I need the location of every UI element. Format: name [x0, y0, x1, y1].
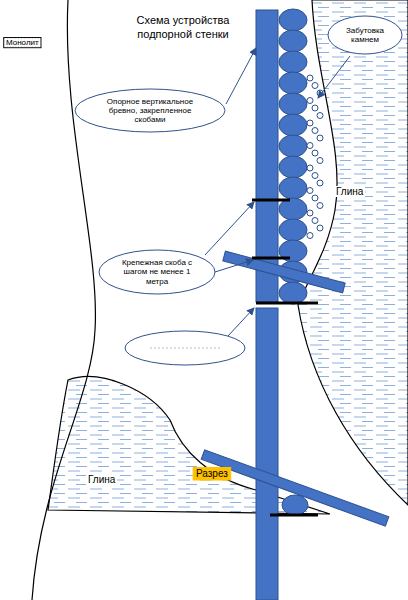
- log-end: [279, 72, 307, 94]
- node-text: Разрез: [196, 468, 228, 480]
- clay-region: [298, 0, 408, 505]
- leader-arrow: [318, 56, 350, 98]
- staple: [256, 302, 318, 305]
- node-text: Крепежная скоба с шагом не менее 1 метра: [114, 258, 201, 286]
- log-end: [279, 9, 307, 31]
- stone: [307, 210, 313, 216]
- faint-text-mark: [150, 348, 220, 349]
- log-end: [279, 177, 307, 199]
- callout-ellipse: Забутовка камнем: [327, 15, 403, 55]
- stone: [307, 75, 313, 81]
- node-text: Забутовка камнем: [337, 26, 393, 44]
- stone: [312, 150, 318, 156]
- log-end: [279, 93, 307, 115]
- stone: [317, 158, 323, 164]
- node-shape: [193, 467, 231, 480]
- callout-ellipse: Опорное вертикальное бревно, закрепленно…: [74, 88, 226, 133]
- node-shape: [99, 250, 215, 294]
- staple: [252, 199, 290, 202]
- log-end: [279, 51, 307, 73]
- region-label: Глина: [334, 186, 365, 197]
- stone: [307, 143, 313, 149]
- monolith-boundary: [32, 0, 95, 600]
- log-end: [282, 495, 308, 515]
- empty-callout: [125, 331, 245, 365]
- log-end: [279, 30, 307, 52]
- leader-arrow: [226, 48, 256, 104]
- leader-arrow: [215, 260, 253, 272]
- callout-ellipse: Крепежная скоба с шагом не менее 1 метра: [98, 249, 216, 295]
- stone: [317, 180, 323, 186]
- stone: [307, 98, 313, 104]
- log-end: [279, 219, 307, 241]
- diagram-title: Схема устройства подпорной стенки: [108, 14, 258, 42]
- stone: [312, 105, 318, 111]
- stone: [312, 83, 318, 89]
- node-text: Монолит: [6, 38, 39, 47]
- brace: [201, 450, 389, 526]
- stone: [317, 225, 323, 231]
- stone: [312, 128, 318, 134]
- stone: [307, 233, 313, 239]
- stone: [307, 188, 313, 194]
- log-end: [279, 135, 307, 157]
- stone: [312, 195, 318, 201]
- stone: [317, 203, 323, 209]
- label-box: Монолит: [2, 37, 43, 48]
- stone: [312, 218, 318, 224]
- brace: [223, 251, 345, 293]
- stone: [307, 120, 313, 126]
- log-end: [279, 282, 307, 304]
- staple: [270, 514, 318, 517]
- region-label: Глина: [86, 474, 117, 485]
- log-end: [279, 156, 307, 178]
- vertical-log: [256, 308, 278, 600]
- log-end: [279, 114, 307, 136]
- log-stack: [279, 9, 323, 304]
- stone: [317, 113, 323, 119]
- leader-arrow: [228, 308, 254, 336]
- node-shape: [75, 89, 225, 132]
- node-text: Опорное вертикальное бревно, закрепленно…: [94, 97, 206, 125]
- node-shape: [4, 37, 41, 47]
- staple: [252, 257, 290, 260]
- stone: [317, 135, 323, 141]
- section-tag: Разрез: [192, 467, 232, 481]
- stone: [312, 173, 318, 179]
- node-shape: [328, 16, 402, 54]
- leader-arrow: [205, 202, 254, 255]
- stone: [307, 165, 313, 171]
- clay-region: [48, 377, 330, 514]
